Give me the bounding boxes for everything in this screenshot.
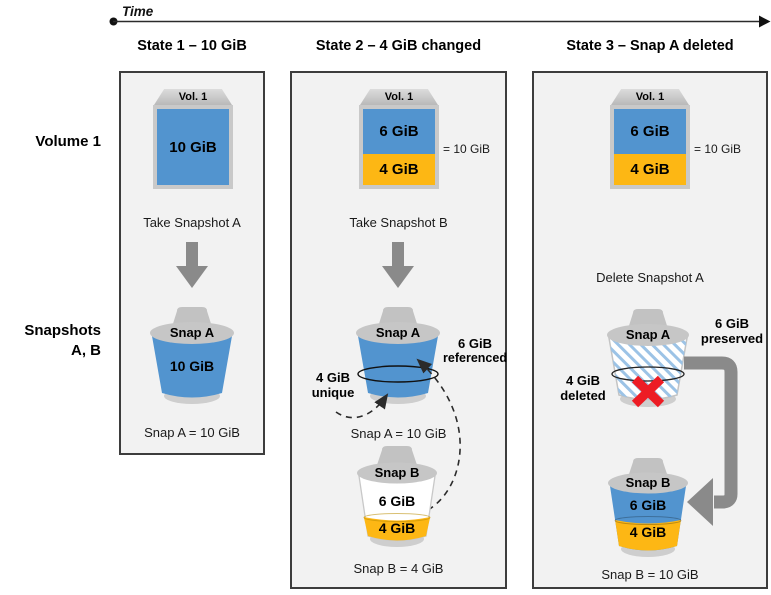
- down-arrow-icon: [382, 242, 414, 288]
- snapshot-a-bucket-icon: [150, 307, 234, 404]
- volume-icon-cap: Vol. 1: [154, 89, 232, 105]
- snap-b-bottom-size-label: 4 GiB: [629, 524, 667, 540]
- row-label-volume: Volume 1: [35, 133, 101, 150]
- red-x-icon: [631, 375, 665, 408]
- snap-b-name-label: Snap B: [374, 465, 420, 480]
- annotation-unique-value: 4 GiB: [316, 370, 350, 385]
- data-level-ellipse: [357, 365, 439, 383]
- time-axis-label: Time: [122, 4, 154, 19]
- volume-name: Vol. 1: [384, 91, 414, 103]
- action-take-snapshot-b: Take Snapshot B: [349, 215, 448, 230]
- snap-b-top-size-label: 6 GiB: [629, 497, 667, 513]
- state-3-title: State 3 – Snap A deleted: [566, 38, 734, 54]
- down-arrow-icon: [176, 242, 208, 288]
- annotation-referenced-value: 6 GiB: [458, 336, 492, 351]
- volume-size-label: 10 GiB: [169, 138, 217, 156]
- data-level-ellipse: [611, 366, 685, 382]
- volume-name: Vol. 1: [635, 91, 665, 103]
- action-delete-snapshot-a: Delete Snapshot A: [596, 270, 704, 285]
- annotation-deleted-value: 4 GiB: [566, 373, 600, 388]
- row-label-snapshots: Snapshots A, B: [0, 321, 101, 360]
- preserved-curved-arrow: [684, 356, 738, 526]
- snap-b-caption: Snap B = 4 GiB: [353, 561, 444, 576]
- snap-a-name-label: Snap A: [169, 325, 215, 340]
- snap-b-caption: Snap B = 10 GiB: [601, 567, 699, 582]
- annotation-deleted: 4 GiB deleted: [544, 373, 622, 404]
- snapshot-a-deleted-bucket-icon: [607, 309, 689, 408]
- annotation-preserved: 6 GiB preserved: [693, 316, 771, 347]
- snapshot-b-bucket-icon: [357, 446, 437, 547]
- volume-icon-cap: Vol. 1: [611, 89, 689, 105]
- row-label-snapshots-line1: Snapshots: [24, 322, 101, 339]
- snap-a-size-label: 10 GiB: [169, 358, 215, 374]
- volume-bottom-segment: 4 GiB: [614, 154, 686, 185]
- volume-bottom-segment: 4 GiB: [363, 154, 435, 185]
- annotation-referenced: 6 GiB referenced: [436, 336, 514, 366]
- volume-total-label: = 10 GiB: [443, 142, 491, 156]
- snap-a-name-label: Snap A: [625, 327, 671, 342]
- time-axis-arrow: [109, 15, 771, 28]
- snap-a-name-label: Snap A: [375, 325, 421, 340]
- volume-top-segment: 6 GiB: [614, 109, 686, 154]
- annotation-unique: 4 GiB unique: [296, 370, 370, 401]
- snap-b-bottom-size-label: 4 GiB: [378, 520, 416, 536]
- volume-icon-cap: Vol. 1: [360, 89, 438, 105]
- volume-total-label: = 10 GiB: [694, 142, 742, 156]
- snapshot-b-bucket-icon: [608, 458, 688, 557]
- row-label-snapshots-line2: A, B: [71, 341, 101, 359]
- volume-icon: 6 GiB 4 GiB: [610, 105, 690, 189]
- snap-b-top-size-label: 6 GiB: [378, 493, 416, 509]
- volume-icon: 10 GiB: [153, 105, 233, 189]
- annotation-unique-label: unique: [311, 385, 355, 401]
- state-2-title: State 2 – 4 GiB changed: [315, 38, 482, 54]
- referenced-dashed-arrow: [416, 358, 461, 511]
- state-1-title: State 1 – 10 GiB: [137, 38, 247, 54]
- annotation-deleted-label: deleted: [560, 388, 606, 404]
- action-take-snapshot-a: Take Snapshot A: [143, 215, 241, 230]
- snapshot-a-bucket-icon: [356, 307, 440, 404]
- snap-a-caption: Snap A = 10 GiB: [144, 425, 240, 440]
- snap-b-name-label: Snap B: [625, 475, 671, 490]
- volume-top-segment: 6 GiB: [363, 109, 435, 154]
- volume-name: Vol. 1: [178, 91, 208, 103]
- annotation-referenced-label: referenced: [443, 351, 507, 366]
- volume-icon: 6 GiB 4 GiB: [359, 105, 439, 189]
- annotation-preserved-value: 6 GiB: [715, 316, 749, 331]
- snap-a-caption: Snap A = 10 GiB: [350, 426, 447, 441]
- unique-dashed-arrow: [335, 393, 389, 419]
- annotation-preserved-label: preserved: [700, 331, 764, 347]
